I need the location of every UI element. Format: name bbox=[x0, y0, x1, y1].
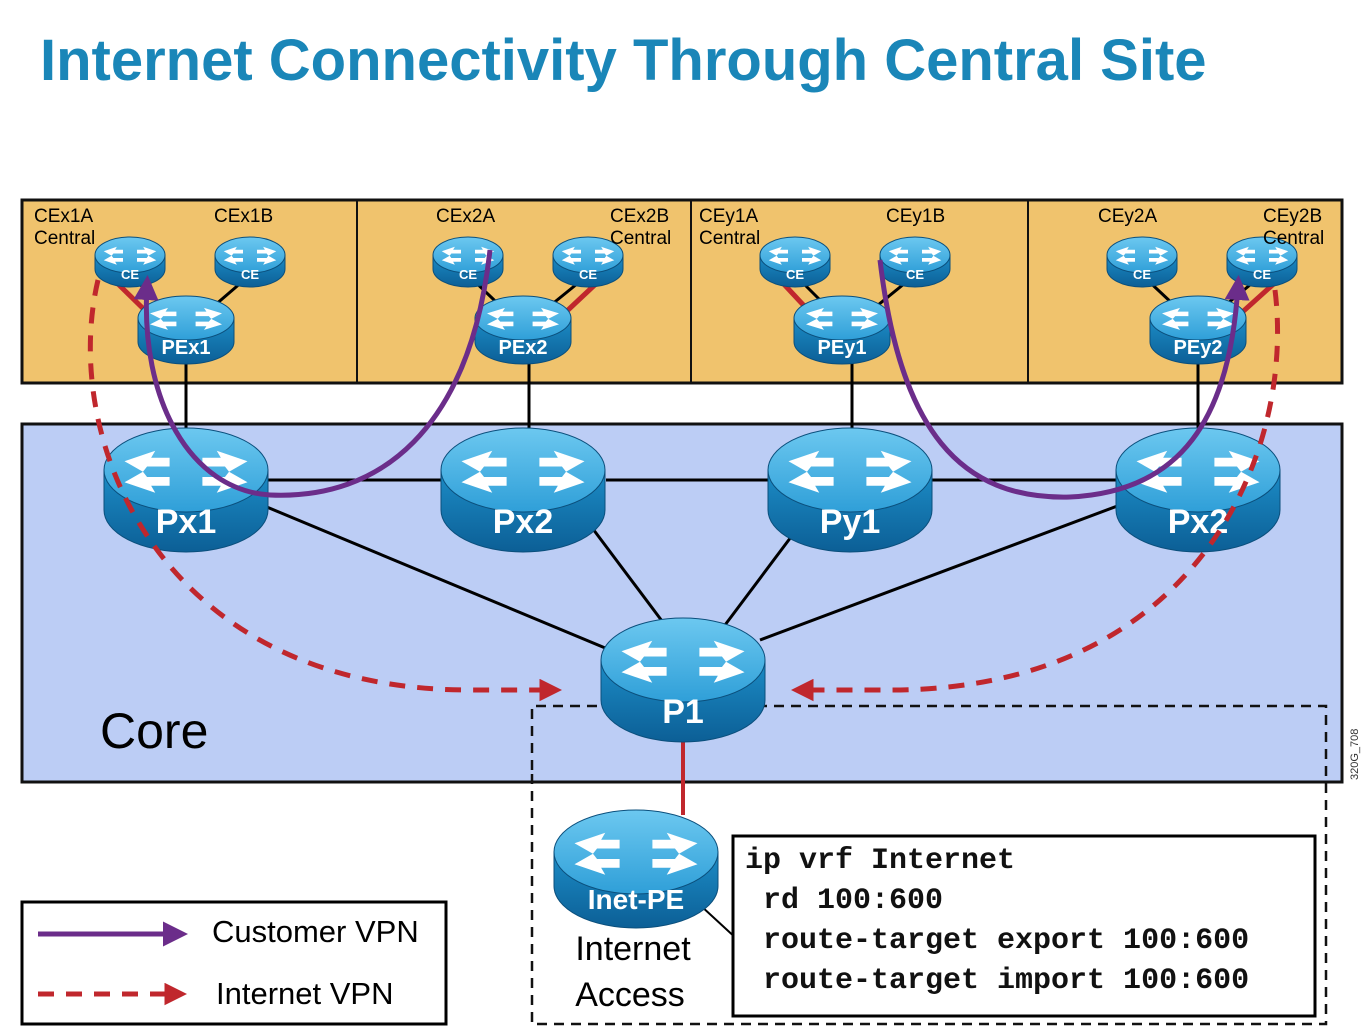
p-router-3: Py1 bbox=[767, 427, 933, 553]
site-4-ce-b-label: CEy2B bbox=[1263, 206, 1322, 227]
site-2-ce-a-label: CEx2A bbox=[436, 206, 495, 227]
customer-sites-band bbox=[20, 198, 1344, 385]
pe-router-2-label: PEx2 bbox=[499, 337, 548, 359]
inet-pe-router: Inet-PE bbox=[553, 809, 719, 929]
router-icon bbox=[1162, 307, 1234, 330]
ce-router: CE bbox=[94, 236, 166, 288]
pe-router-3-label: PEy1 bbox=[818, 337, 867, 359]
core-label: Core bbox=[100, 703, 208, 759]
inet-pe-router-label: Inet-PE bbox=[588, 884, 684, 915]
internet-access-boundary bbox=[530, 704, 1328, 1026]
p-router-2: Px2 bbox=[440, 427, 606, 553]
ce-router-label: CE bbox=[1133, 267, 1151, 282]
router-icon bbox=[1115, 246, 1169, 265]
router-icon bbox=[1235, 246, 1289, 265]
ce-router: CE bbox=[432, 236, 504, 288]
hub-links bbox=[261, 503, 1121, 652]
site-3-ce-b-label: CEy1B bbox=[886, 206, 945, 227]
p-router-2-label: Px2 bbox=[493, 503, 554, 541]
site-4-ce-a-label: CEy2A bbox=[1098, 206, 1157, 227]
site-2-ce-b-note: Central bbox=[610, 228, 671, 249]
site-3-ce-a-label: CEy1A bbox=[699, 206, 758, 227]
config-line-4: route-target import 100:600 bbox=[745, 964, 1249, 998]
router-icon bbox=[574, 832, 698, 875]
pe-router-4: PEy2 bbox=[1149, 295, 1247, 365]
ce-router: CE bbox=[214, 236, 286, 288]
router-icon bbox=[768, 246, 822, 265]
customer-vpn-path-y bbox=[877, 259, 1250, 500]
page-title: Internet Connectivity Through Central Si… bbox=[40, 28, 1207, 93]
internet-vpn-path-left bbox=[87, 279, 562, 702]
pe-router-1: PEx1 bbox=[137, 295, 235, 365]
ce-router-label: CE bbox=[121, 267, 139, 282]
ce-router-label: CE bbox=[459, 267, 477, 282]
site-4-ce-b-note: Central bbox=[1263, 228, 1324, 249]
pe-router-4-label: PEy2 bbox=[1174, 337, 1223, 359]
router-icon bbox=[888, 246, 942, 265]
p1-hub-router: P1 bbox=[600, 617, 766, 743]
internet-access-caption-1: Internet bbox=[575, 930, 691, 968]
ce-router-label: CE bbox=[579, 267, 597, 282]
router-icon bbox=[461, 450, 585, 493]
config-line-2: rd 100:600 bbox=[745, 884, 943, 918]
pe-router-3: PEy1 bbox=[793, 295, 891, 365]
legend-internet-vpn-label: Internet VPN bbox=[216, 976, 393, 1011]
ce-router: CE bbox=[552, 236, 624, 288]
router-icon bbox=[561, 246, 615, 265]
router-icon bbox=[621, 640, 745, 683]
legend-box bbox=[20, 900, 448, 1026]
site-1-ce-b-label: CEx1B bbox=[214, 206, 273, 227]
p-router-3-label: Py1 bbox=[820, 503, 881, 541]
config-line-3: route-target export 100:600 bbox=[745, 924, 1249, 958]
ce-router-label: CE bbox=[241, 267, 259, 282]
ce-router: CE bbox=[879, 236, 951, 288]
internet-access-caption-2: Access bbox=[575, 976, 685, 1014]
router-icon bbox=[223, 246, 277, 265]
config-line-1: ip vrf Internet bbox=[745, 844, 1015, 878]
ce-router: CE bbox=[759, 236, 831, 288]
p-router-4: Px2 bbox=[1115, 427, 1281, 553]
router-icon bbox=[103, 246, 157, 265]
p-router-1-label: Px1 bbox=[156, 503, 217, 541]
ce-router-label: CE bbox=[786, 267, 804, 282]
ce-router-label: CE bbox=[1253, 267, 1271, 282]
site-2-ce-b-label: CEx2B bbox=[610, 206, 669, 227]
figure-id: 320G_708 bbox=[1349, 729, 1361, 780]
site-3-ce-a-note: Central bbox=[699, 228, 760, 249]
router-icon bbox=[150, 307, 222, 330]
vrf-config-box bbox=[731, 834, 1317, 1018]
ce-router-label: CE bbox=[906, 267, 924, 282]
p-router-1: Px1 bbox=[103, 427, 269, 553]
site-1-ce-a-note: Central bbox=[34, 228, 95, 249]
router-icon bbox=[788, 450, 912, 493]
ce-router: CE bbox=[1106, 236, 1178, 288]
router-icon bbox=[487, 307, 559, 330]
pe-router-2: PEx2 bbox=[474, 295, 572, 365]
internet-vpn-path-right bbox=[791, 289, 1280, 702]
customer-vpn-path-x bbox=[133, 249, 493, 498]
legend-customer-vpn-label: Customer VPN bbox=[212, 914, 419, 949]
router-icon bbox=[806, 307, 878, 330]
p1-hub-router-label: P1 bbox=[662, 693, 704, 731]
pe-router-1-label: PEx1 bbox=[162, 337, 211, 359]
site-1-ce-a-label: CEx1A bbox=[34, 206, 93, 227]
